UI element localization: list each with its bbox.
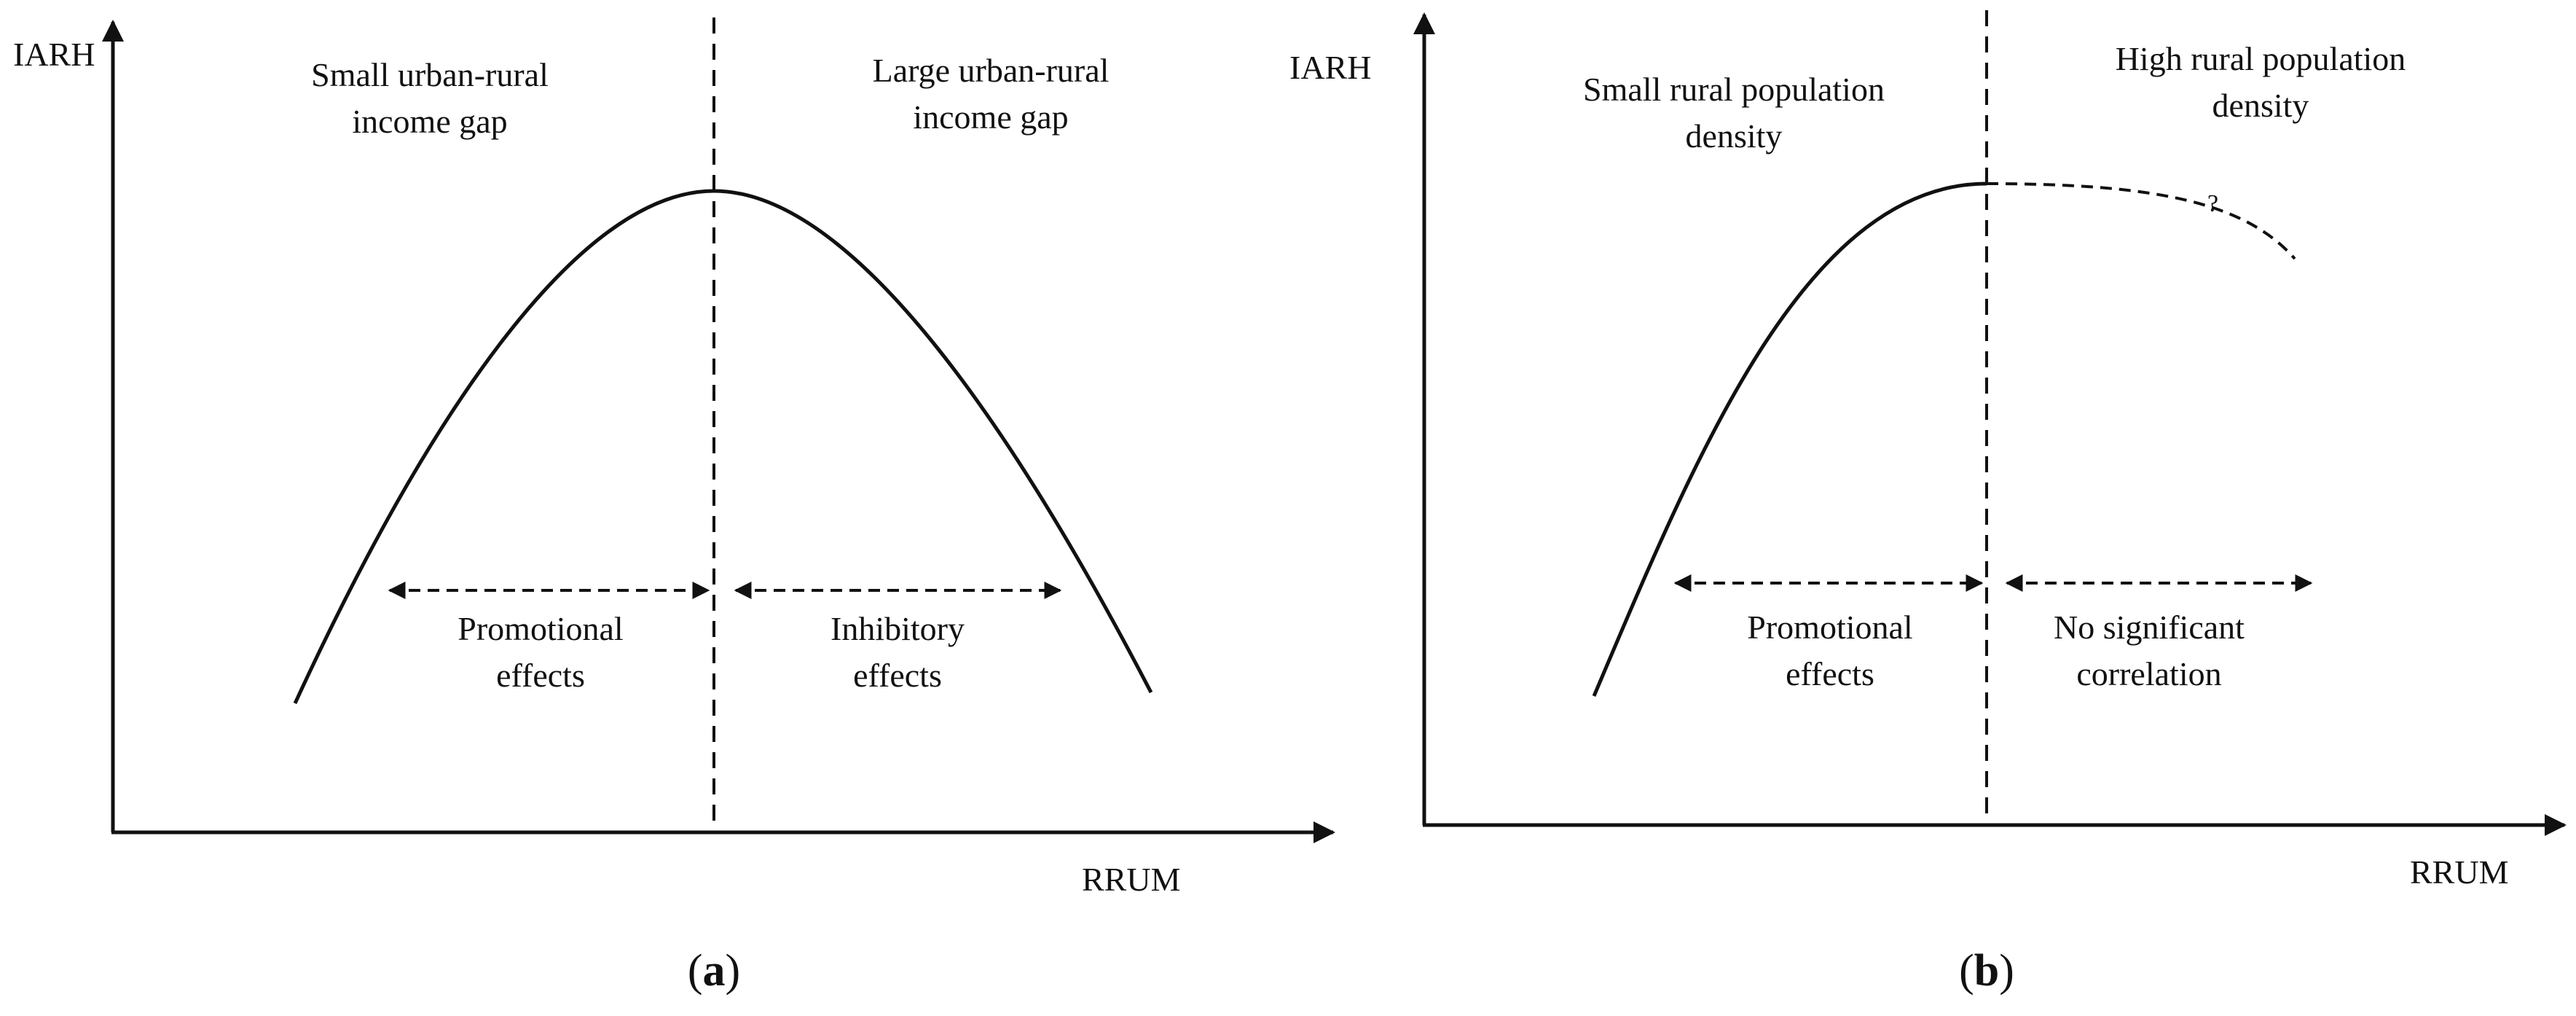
panel-b-question-mark: ? bbox=[2207, 190, 2218, 217]
panel-a-right-region-line2: income gap bbox=[913, 98, 1068, 136]
panel-b: IARH RRUM ? Small rural population densi… bbox=[1289, 10, 2567, 996]
panel-a-left-region-line1: Small urban-rural bbox=[311, 56, 549, 93]
panel-b-left-region-line1: Small rural population bbox=[1583, 71, 1885, 108]
panel-a-y-axis-label: IARH bbox=[13, 36, 95, 73]
panel-a: IARH RRUM Small urban-rural income gap L… bbox=[13, 17, 1335, 996]
panel-a-right-effect-line2: effects bbox=[853, 657, 942, 694]
panel-b-right-region-line1: High rural population bbox=[2116, 40, 2406, 77]
panel-a-curve bbox=[293, 189, 1153, 705]
panel-b-x-axis-label: RRUM bbox=[2410, 853, 2508, 891]
panel-b-left-region-line2: density bbox=[1686, 117, 1783, 155]
panel-a-left-effect-line1: Promotional bbox=[458, 610, 623, 647]
panel-b-caption: (b) bbox=[1959, 946, 2014, 996]
panel-b-curve-continuation bbox=[1986, 182, 2296, 260]
panel-b-right-effect-line2: correlation bbox=[2076, 655, 2221, 692]
panel-a-left-effect-line2: effects bbox=[496, 657, 585, 694]
panel-a-right-region-line1: Large urban-rural bbox=[873, 52, 1110, 89]
panel-a-right-effect-line1: Inhibitory bbox=[830, 610, 965, 647]
panel-b-curve bbox=[1592, 181, 1987, 697]
panel-b-left-effect-line1: Promotional bbox=[1747, 609, 1912, 646]
panel-a-left-region-line2: income gap bbox=[352, 103, 507, 140]
panel-b-y-axis-label: IARH bbox=[1289, 49, 1371, 86]
panel-a-caption: (a) bbox=[688, 946, 740, 996]
panel-b-left-effect-line2: effects bbox=[1786, 655, 1874, 692]
panel-a-x-axis-label: RRUM bbox=[1082, 861, 1180, 898]
panel-b-right-effect-line1: No significant bbox=[2054, 609, 2245, 646]
panel-b-right-region-line2: density bbox=[2212, 87, 2309, 124]
